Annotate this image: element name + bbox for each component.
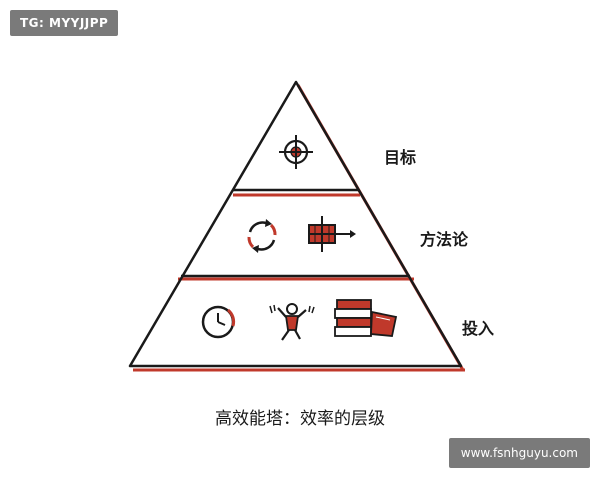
- clock-icon: [201, 305, 236, 339]
- diagram-caption: 高效能塔：效率的层级: [215, 409, 385, 429]
- pyramid-shadow: [133, 84, 465, 372]
- pyramid-outline: [128, 80, 463, 368]
- books-icon: [334, 299, 398, 337]
- cycle-arrows-icon: [247, 219, 277, 253]
- watermark-tag: TG: MYYJJPP: [10, 10, 119, 36]
- level-label-input: 投入: [462, 319, 495, 338]
- gear-arrow-icon: [308, 216, 356, 252]
- watermark-site: www.fsnhguyu.com: [448, 438, 590, 468]
- level-label-goal: 目标: [384, 148, 417, 167]
- person-exertion-icon: [269, 303, 315, 341]
- level-label-methodology: 方法论: [420, 230, 469, 249]
- crosshair-icon: [279, 135, 313, 169]
